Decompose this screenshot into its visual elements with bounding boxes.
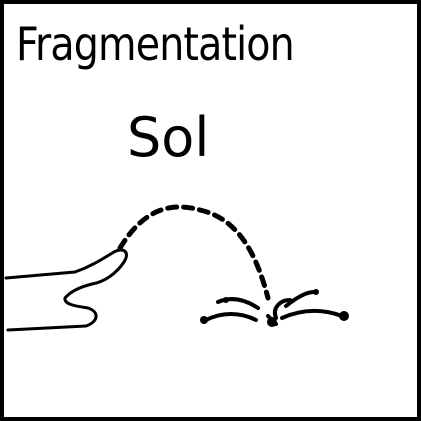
card-subtitle: Sol <box>127 106 210 169</box>
splash-fragments <box>204 290 344 326</box>
finger-drawing <box>4 248 128 332</box>
splash-droplets <box>200 289 349 327</box>
card-title: Fragmentation <box>16 17 295 71</box>
trajectory-arc <box>117 204 271 301</box>
